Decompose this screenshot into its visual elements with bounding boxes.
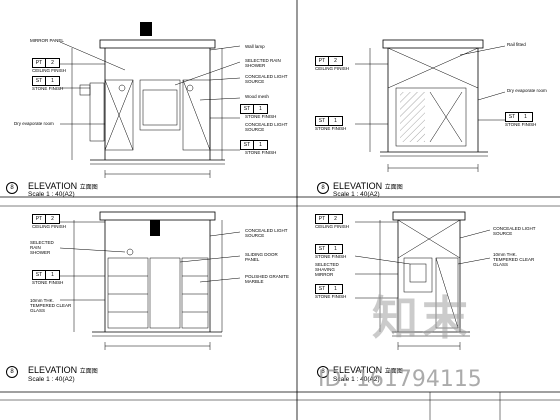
note-stone-finish-2: STONE FINISH xyxy=(245,150,277,155)
scale: Scale 1 : 40(A2) xyxy=(333,191,380,198)
elevation-2-annotations: PT 2 CEILING FINISH ST 1 STONE FINISH Ra… xyxy=(297,0,560,198)
title-number: 8 xyxy=(317,366,329,378)
note-rain-shower: SELECTED RAIN SHOWER xyxy=(30,240,54,255)
title: ELEVATION 立面图 xyxy=(28,365,98,375)
note-concealed-light: CONCEALED LIGHT SOURCE xyxy=(245,228,288,238)
note-tempered-glass: 10mm THK. TEMPERED CLEAR GLASS xyxy=(493,252,535,267)
tag-st-2-text: STONE FINISH xyxy=(315,294,347,299)
tag-pt-text: CEILING FINISH xyxy=(32,68,67,73)
scale: Scale 1 : 40(A2) xyxy=(333,376,380,383)
scale: Scale 1 : 40(A2) xyxy=(28,376,75,383)
scale: Scale 1 : 40(A2) xyxy=(28,191,75,198)
tag-st: ST 1 xyxy=(32,76,60,86)
elevation-4-drawing xyxy=(354,211,491,350)
note-sliding-door: SLIDING DOOR PANEL xyxy=(245,252,278,262)
watermark-logo: 知末 xyxy=(372,291,472,345)
tag-st-right-2: ST 1 xyxy=(240,140,268,150)
tag-pt: PT 2 xyxy=(32,214,60,224)
elevation-1-annotations: MIRROR PANEL PT 2 CEILING FINISH ST 1 ST… xyxy=(0,0,297,198)
elevation-2-drawing xyxy=(355,39,506,172)
note-tempered-glass: 10mm THK. TEMPERED CLEAR GLASS xyxy=(30,298,72,313)
title: ELEVATION 立面图 xyxy=(28,181,98,191)
note-stone-finish-1: STONE FINISH xyxy=(245,114,277,119)
watermark-id: ID: 161794115 xyxy=(318,367,482,392)
elevation-4-annotations: PT 2 CEILING FINISH ST 1 STONE FINISH SE… xyxy=(297,0,560,400)
tag-pt-text: CEILING FINISH xyxy=(32,224,67,229)
tag-st-text: STONE FINISH xyxy=(32,280,64,285)
note-rail-fitted: Rail fitted xyxy=(507,42,526,47)
elevation-1-drawing xyxy=(59,22,241,178)
note-concealed-light-2: CONCEALED LIGHT SOURCE xyxy=(245,122,288,132)
title: ELEVATION 立面图 xyxy=(333,365,403,375)
tag-pt: PT 2 xyxy=(32,58,60,68)
title: ELEVATION 立面图 xyxy=(333,181,403,191)
tag-pt-text: CEILING FINISH xyxy=(315,224,350,229)
tag-st-1: ST 1 xyxy=(315,244,343,254)
tag-st: ST 1 xyxy=(32,270,60,280)
tag-pt: PT 2 xyxy=(315,56,343,66)
note-concealed-light-1: CONCEALED LIGHT SOURCE xyxy=(245,74,288,84)
tag-st-right-1: ST 1 xyxy=(240,104,268,114)
tag-st-right: ST 1 xyxy=(505,112,533,122)
note-mirror-panel: MIRROR PANEL xyxy=(30,38,64,43)
tag-st-2: ST 1 xyxy=(315,284,343,294)
note-polished-granite: POLISHED GRANITE MARBLE xyxy=(245,274,290,284)
elevation-3-annotations: PT 2 CEILING FINISH SELECTED RAIN SHOWER… xyxy=(6,214,290,383)
note-rain-shower: SELECTED RAIN SHOWER xyxy=(245,58,281,68)
title-number: 8 xyxy=(6,366,18,378)
title-number: 8 xyxy=(6,182,18,194)
tag-st-text: STONE FINISH xyxy=(315,126,347,131)
tag-st-1-text: STONE FINISH xyxy=(315,254,347,259)
tag-st-right-text: STONE FINISH xyxy=(505,122,537,127)
note-dry-evaporate: Dry evaporate room xyxy=(507,88,547,93)
tag-pt-text: CEILING FINISH xyxy=(315,66,350,71)
elevation-3-drawing xyxy=(59,211,241,350)
note-dry-evaporate: Dry evaporate room xyxy=(14,121,54,126)
tag-st-text: STONE FINISH xyxy=(32,86,64,91)
note-shaving-mirror: SELECTED SHAVING MIRROR xyxy=(315,262,339,277)
note-wall-lamp: Wall lamp xyxy=(245,44,265,49)
note-concealed-light: CONCEALED LIGHT SOURCE xyxy=(493,226,536,236)
title-number: 8 xyxy=(317,182,329,194)
tag-st: ST 1 xyxy=(315,116,343,126)
note-wood-mesh: Wood mesh xyxy=(245,94,269,99)
tag-pt: PT 2 xyxy=(315,214,343,224)
